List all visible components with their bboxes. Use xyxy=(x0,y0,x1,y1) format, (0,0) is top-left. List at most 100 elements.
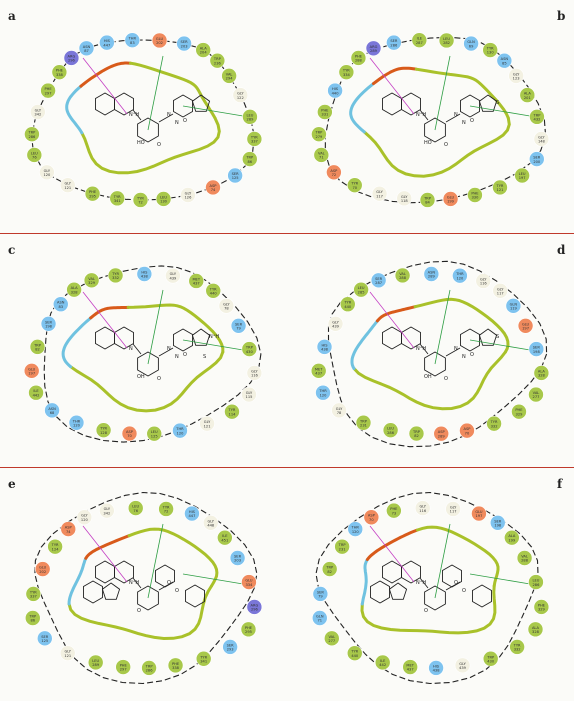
residue-disc xyxy=(151,32,168,49)
benzyl-ring xyxy=(472,584,492,608)
residue-label: TYR xyxy=(496,184,504,188)
pocket-segment xyxy=(350,319,379,370)
residue-label: TRP xyxy=(423,196,432,200)
residue-label: SER xyxy=(232,172,240,176)
residue-label: 79 xyxy=(318,595,323,599)
bond xyxy=(419,109,429,121)
atom-label: N xyxy=(454,112,458,118)
residue-label: TYR xyxy=(342,69,350,73)
residue-label: GLY xyxy=(401,195,408,199)
residue-label: ILE xyxy=(380,659,386,663)
thiophene-ring xyxy=(478,328,498,346)
panel-label: b xyxy=(557,9,565,23)
residue-label: SER xyxy=(533,346,541,350)
residue-label: GLY xyxy=(64,182,71,186)
residue-disc xyxy=(475,273,492,289)
pi-stacking-line xyxy=(147,55,164,131)
residue-disc xyxy=(59,177,76,194)
residue-disc xyxy=(68,414,85,431)
residue-disc xyxy=(87,654,104,671)
atom-label: O xyxy=(183,118,187,124)
residue-label: GLY xyxy=(450,505,457,509)
residue-label: LEU xyxy=(387,427,394,431)
pyrimidine-ring xyxy=(173,328,193,352)
residue-label: MET xyxy=(192,277,200,281)
residue-disc xyxy=(224,403,240,420)
residue-disc xyxy=(402,659,418,675)
residue-label: TYR xyxy=(350,182,358,186)
residue-label: 123 xyxy=(513,77,520,81)
panel-label: e xyxy=(8,477,16,491)
residue-label: PHE xyxy=(355,54,363,58)
benzene-ring xyxy=(137,117,159,143)
residue-label: 332 xyxy=(112,276,119,280)
residue-label: 118 xyxy=(401,199,409,203)
residue-disc xyxy=(353,281,369,298)
residue-label: SER xyxy=(235,322,243,326)
residue-disc xyxy=(482,42,499,58)
residue-label: GLY xyxy=(513,72,520,76)
pi-stacking-line xyxy=(182,573,244,585)
pi-stacking-line xyxy=(147,289,164,365)
residue-label: ALA xyxy=(532,626,540,630)
residue-label: LEU xyxy=(160,195,167,199)
pocket-segment xyxy=(69,350,225,413)
residue-label: 203 xyxy=(234,559,241,563)
residue-label: TRP xyxy=(245,156,254,160)
residue-label: 116 xyxy=(419,509,427,513)
residue-label: 334 xyxy=(343,73,351,77)
residue-group: ALA328VAL277PHE329TYR332ASP70ASP289TRP82… xyxy=(310,266,550,442)
residue-label: GLU xyxy=(475,510,483,514)
residue-disc xyxy=(84,185,101,202)
residue-label: SER xyxy=(390,39,398,43)
residue-label: TRP xyxy=(338,543,347,547)
residue-label: 70 xyxy=(369,518,374,522)
residue-label: GLY xyxy=(376,190,383,194)
residue-label: 328 xyxy=(538,374,546,378)
residue-label: ARG xyxy=(370,45,378,49)
residue-disc xyxy=(99,34,115,51)
atom-label: N⁺H xyxy=(209,334,219,340)
residue-label: 329 xyxy=(516,412,524,416)
residue-disc xyxy=(241,151,258,167)
residue-label: 277 xyxy=(328,639,335,643)
residue-label: 120 xyxy=(43,173,51,177)
atom-label: N xyxy=(167,112,171,118)
residue-disc xyxy=(24,126,40,143)
residue-disc xyxy=(141,660,157,676)
pocket-outline xyxy=(67,527,219,641)
residue-label: 199 xyxy=(508,538,516,542)
bond xyxy=(158,347,174,357)
residue-disc xyxy=(95,422,112,438)
residue-disc xyxy=(28,384,44,401)
residue-label: 197 xyxy=(28,372,35,376)
residue-label: LEU xyxy=(358,286,365,290)
residue-disc xyxy=(519,87,536,103)
residue-label: ALA xyxy=(538,369,546,373)
residue-disc xyxy=(40,82,56,99)
atom-label: N⁺H xyxy=(129,112,139,118)
